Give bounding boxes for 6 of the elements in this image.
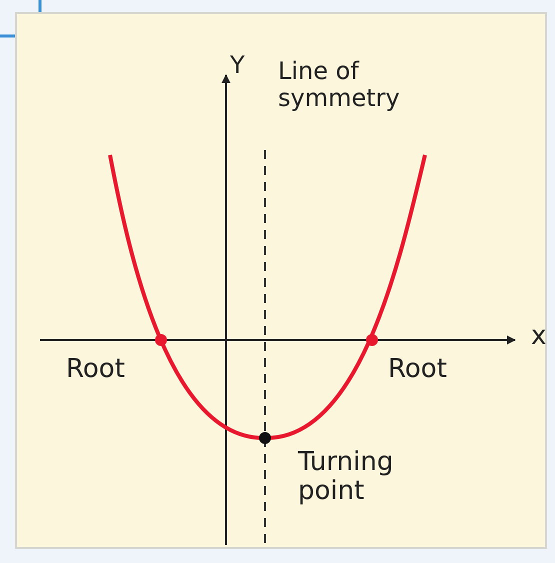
axis-label: Line of symmetry [278,58,401,112]
axis-label: Root [388,355,447,384]
axis-label: x [531,322,546,352]
axis-label: Turning point [298,448,394,506]
axis-label: Y [230,52,245,79]
axis-label: Root [66,355,125,384]
